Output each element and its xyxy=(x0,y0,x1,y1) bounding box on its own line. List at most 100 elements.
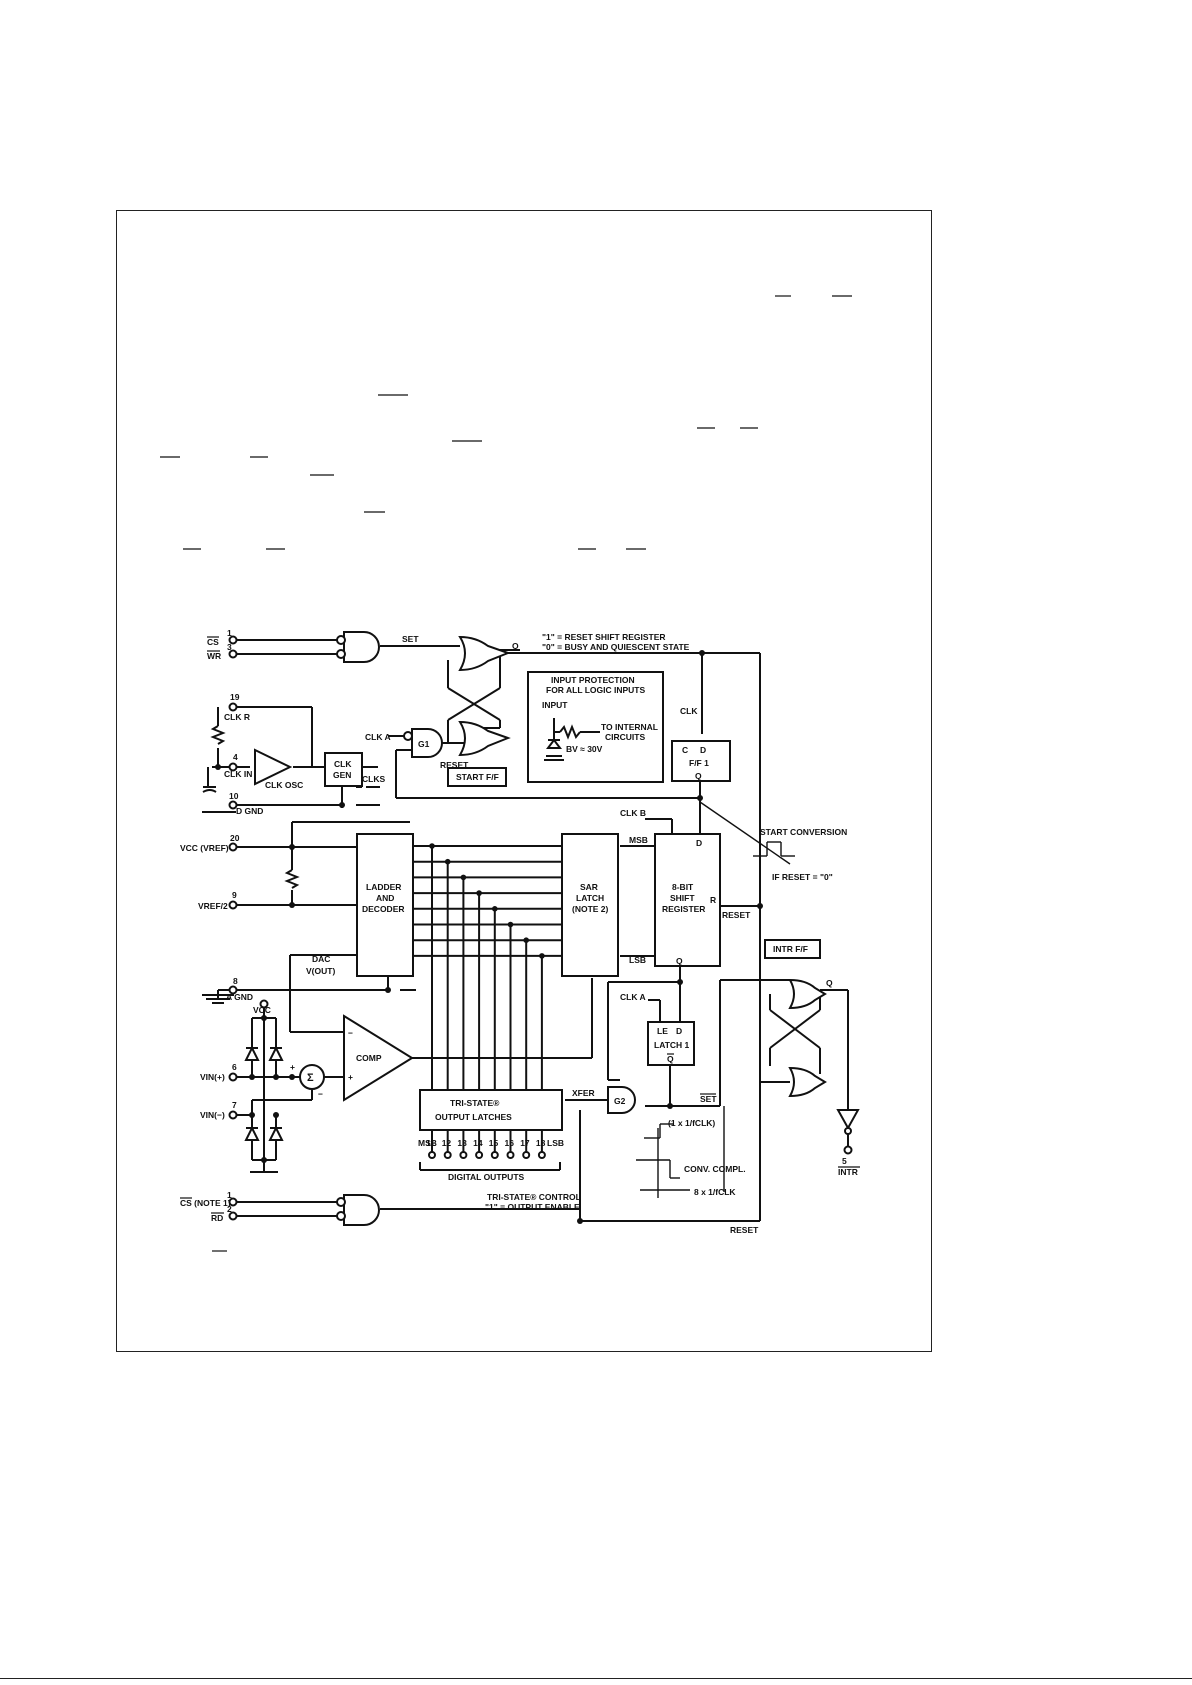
bus-junction-0 xyxy=(429,843,435,849)
label-msb: MSB xyxy=(629,835,648,845)
label-vin-minus: VIN(−) xyxy=(200,1110,225,1120)
label-wr: WR xyxy=(207,651,221,661)
latch1-name: LATCH 1 xyxy=(654,1040,690,1050)
label-a-gnd: A GND xyxy=(226,992,253,1002)
pin-dgnd: 10 xyxy=(229,791,239,801)
pin-vref2: 9 xyxy=(232,890,237,900)
label-g2: G2 xyxy=(614,1096,626,1106)
label-clk-b: CLK B xyxy=(620,808,646,818)
ladder-1: LADDER xyxy=(366,882,401,892)
label-clk-osc: CLK OSC xyxy=(265,780,303,790)
prot-to-2: CIRCUITS xyxy=(605,732,645,742)
pin-rd: 2 xyxy=(227,1204,232,1214)
text-overbars xyxy=(160,295,852,1252)
prot-title-1: INPUT PROTECTION xyxy=(551,675,635,685)
intr-ff-gate-top xyxy=(788,978,827,1010)
bus-junction-4 xyxy=(492,906,498,912)
comp-plus: + xyxy=(348,1072,353,1082)
ff1-q: Q xyxy=(695,771,702,781)
ladder-3: DECODER xyxy=(362,904,405,914)
output-pin-terminal-4 xyxy=(490,1151,499,1159)
cs-rd-and-gate xyxy=(343,1194,380,1226)
input-protection-box xyxy=(527,671,664,783)
sr-1: 8-BIT xyxy=(672,882,694,892)
prot-title-2: FOR ALL LOGIC INPUTS xyxy=(546,685,645,695)
reset-note-1: "1" = RESET SHIFT REGISTER xyxy=(542,632,666,642)
label-start-conversion: START CONVERSION xyxy=(760,827,847,837)
label-intr-ff: INTR F/F xyxy=(773,944,808,954)
bus-junction-5 xyxy=(507,921,514,928)
sr-r: R xyxy=(710,895,716,905)
label-vout: V(OUT) xyxy=(306,966,335,976)
pin-clkin: 4 xyxy=(233,752,238,762)
label-reset-g1: RESET xyxy=(440,760,469,770)
sum-minus: − xyxy=(318,1089,323,1099)
intr-inverter xyxy=(836,1109,860,1131)
output-pin-number-0: 11 xyxy=(426,1138,435,1148)
shift-register-block xyxy=(654,833,721,967)
label-start-ff: START F/F xyxy=(456,772,499,782)
pin-intr: 5 xyxy=(842,1156,847,1166)
blocks xyxy=(202,631,860,1226)
label-clk-in: CLK IN xyxy=(224,769,252,779)
latch1-le: LE xyxy=(657,1026,668,1036)
output-pin-number-4: 15 xyxy=(489,1138,499,1148)
bus-junction-2 xyxy=(460,874,467,881)
output-pin-number-6: 17 xyxy=(520,1138,530,1148)
clk-osc-buffer xyxy=(254,748,293,786)
figure-frame xyxy=(116,210,932,1352)
ff1-name: F/F 1 xyxy=(689,758,709,768)
ff1-d: D xyxy=(700,745,706,755)
comparator xyxy=(343,1014,414,1102)
ladder-decoder-block xyxy=(356,833,414,977)
clk-gen-block xyxy=(324,752,363,787)
sar-2: LATCH xyxy=(576,893,604,903)
label-clk-a2: CLK A xyxy=(620,992,646,1002)
label-conv-compl: CONV. COMPL. xyxy=(684,1164,746,1174)
prot-to-1: TO INTERNAL xyxy=(601,722,658,732)
bottom-rule xyxy=(0,1678,1192,1679)
tri-ctrl-1: TRI-STATE® CONTROL xyxy=(487,1192,581,1202)
bus-junction-6 xyxy=(523,937,529,943)
pin-terminals xyxy=(228,635,853,1221)
summing-node xyxy=(299,1064,325,1090)
tri-2: OUTPUT LATCHES xyxy=(435,1112,512,1122)
label-reset-sr: RESET xyxy=(722,910,751,920)
sr-3: REGISTER xyxy=(662,904,705,914)
pin-cs: 1 xyxy=(227,628,232,638)
junction-dots xyxy=(215,650,763,1224)
sar-latch-block xyxy=(561,833,619,977)
sr-q: Q xyxy=(676,956,683,966)
label-lsb: LSB xyxy=(629,955,646,965)
label-set: SET xyxy=(402,634,419,644)
output-pin-terminal-6 xyxy=(522,1151,531,1159)
sum-plus: + xyxy=(290,1062,295,1072)
comp-minus: − xyxy=(348,1028,353,1038)
label-clk-a: CLK A xyxy=(365,732,391,742)
reset-note-2: "0" = BUSY AND QUIESCENT STATE xyxy=(542,642,690,652)
output-pin-number-3: 14 xyxy=(473,1138,483,1148)
label-q-intr: Q xyxy=(826,978,833,988)
pin-wr: 3 xyxy=(227,642,232,652)
pin-vinm: 7 xyxy=(232,1100,237,1110)
label-vcc-top: VCC xyxy=(253,1005,271,1015)
label-rd: RD xyxy=(211,1213,223,1223)
label-t8: 8 x 1/fCLK xyxy=(694,1187,736,1197)
prot-bv: BV ≈ 30V xyxy=(566,744,603,754)
label-t1: (1 x 1/fCLK) xyxy=(668,1118,715,1128)
tri-1: TRI-STATE® xyxy=(450,1098,500,1108)
label-g1: G1 xyxy=(418,739,430,749)
ladder-2: AND xyxy=(376,893,394,903)
label-vref2: VREF/2 xyxy=(198,901,228,911)
latch1-q: Q xyxy=(667,1054,674,1064)
label-dac: DAC xyxy=(312,954,330,964)
tri-ctrl-2: "1" = OUTPUT ENABLE xyxy=(485,1202,580,1212)
ff1-block xyxy=(671,740,731,782)
bus-junction-1 xyxy=(444,858,451,865)
label-clks: CLKS xyxy=(362,774,385,784)
sar-1: SAR xyxy=(580,882,598,892)
output-pin-terminal-5 xyxy=(506,1151,515,1159)
intr-ff-gate-bottom xyxy=(788,1066,827,1098)
start-ff-gate-bottom xyxy=(458,720,511,757)
